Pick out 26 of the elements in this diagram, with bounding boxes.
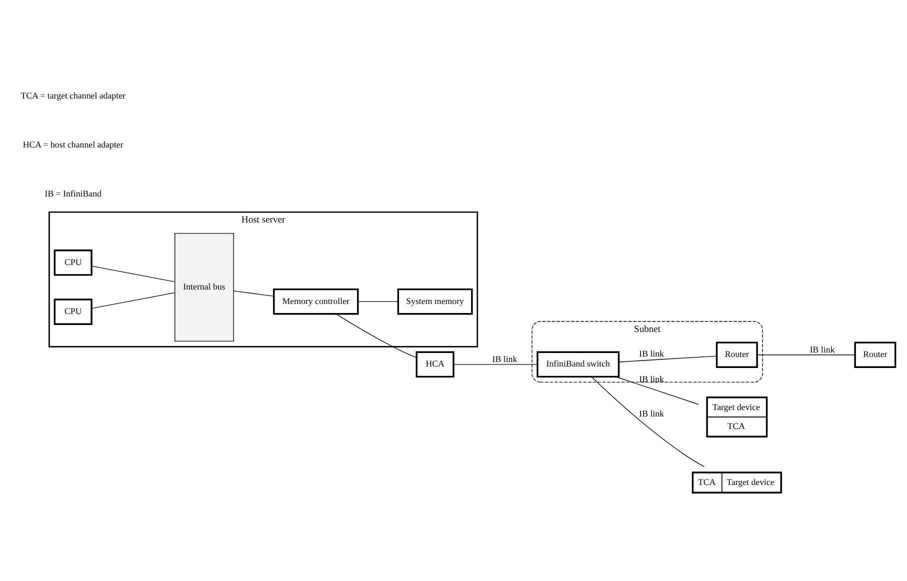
- connector: [358, 300, 398, 302]
- node-box: InfiniBand switch: [536, 350, 620, 378]
- edge-label: IB link: [639, 408, 664, 418]
- node-box: CPU: [54, 249, 92, 276]
- node-box: Router: [854, 341, 896, 368]
- node-box: Router: [716, 341, 758, 368]
- node-box: Memory controller: [273, 288, 359, 314]
- edge-label: IB link: [639, 373, 664, 384]
- connector: [91, 265, 176, 282]
- connector: [336, 313, 417, 358]
- node-box: HCA: [416, 350, 454, 378]
- connector: [618, 355, 718, 362]
- connector: [615, 376, 699, 404]
- connector: [233, 290, 274, 296]
- edge-label: IB link: [810, 344, 835, 354]
- node-box: Internal bus: [174, 232, 234, 342]
- edge-label: IB link: [639, 348, 664, 358]
- connector: [591, 376, 705, 467]
- node-box: System memory: [397, 288, 473, 314]
- connector: [756, 354, 856, 355]
- edge-label: IB link: [492, 353, 518, 364]
- node-box: CPU: [54, 298, 92, 324]
- label: IB = InfiniBand: [44, 188, 102, 198]
- connector: [91, 292, 176, 308]
- label: HCA = host channel adapter: [22, 139, 124, 150]
- label: TCA = target channel adapter: [20, 90, 126, 100]
